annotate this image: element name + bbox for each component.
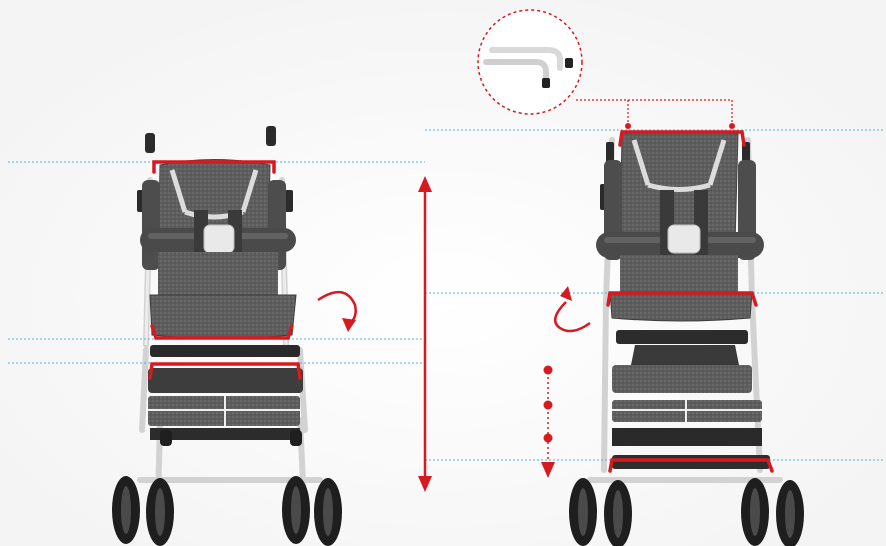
height-arrow	[418, 176, 432, 492]
rotate-arrow-right-icon	[553, 286, 591, 333]
footrest-right	[612, 455, 770, 469]
highlight-brackets	[148, 130, 774, 473]
rotate-arrow-left-icon	[317, 291, 357, 332]
headrest-rod-detail	[483, 47, 573, 88]
wheelchair-left	[112, 126, 342, 546]
wheelchair-right	[569, 130, 804, 546]
footrest-left	[148, 368, 303, 393]
footrest-bracket-left	[148, 362, 302, 380]
push-handles-left	[137, 126, 293, 212]
seat-left	[149, 294, 297, 339]
headrest-bracket-right	[618, 130, 746, 147]
footrest-bracket-right	[608, 458, 774, 473]
seat-bracket-right	[606, 291, 758, 307]
wheels-right	[569, 478, 804, 546]
wheels-left	[112, 476, 342, 546]
headrest-trim-right	[631, 139, 727, 192]
seat-right	[609, 291, 753, 322]
detail-zoom-icon	[477, 9, 735, 129]
leg-support-right	[612, 365, 752, 393]
caster-wheels-left	[160, 430, 302, 446]
slide-arrow-icon	[541, 365, 555, 478]
headrest-bracket-left	[152, 160, 276, 174]
seat-bracket-left	[150, 324, 294, 340]
